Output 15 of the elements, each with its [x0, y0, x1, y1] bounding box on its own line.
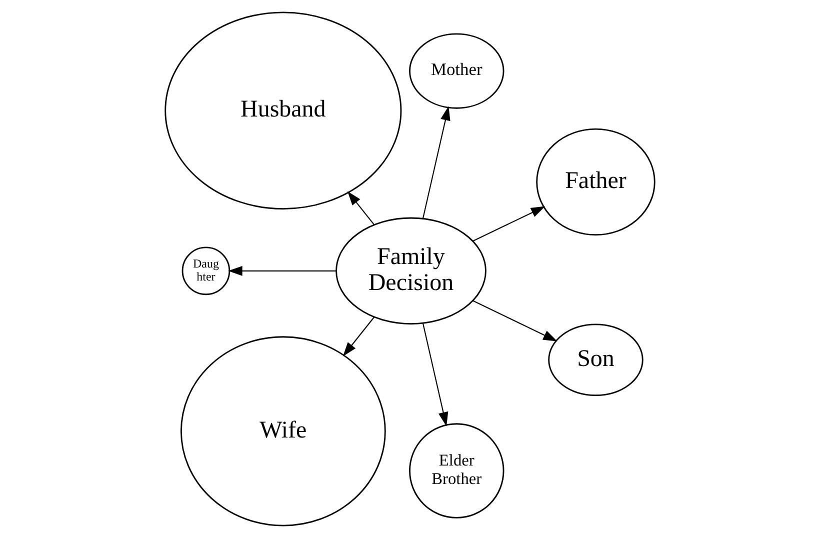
arrow	[228, 266, 336, 276]
node-ellipse: Husband	[164, 12, 402, 210]
arrow	[472, 300, 558, 342]
node-ellipse: Family Decision	[336, 217, 486, 325]
arrow	[472, 206, 546, 242]
node-circle: Daug hter	[182, 246, 230, 296]
arrow	[347, 191, 374, 225]
node-ellipse: Father	[536, 128, 656, 236]
node-circle: Elder Brother	[409, 423, 504, 518]
arrow	[422, 106, 450, 219]
node-circle: Wife	[180, 336, 386, 526]
arrow	[342, 316, 374, 356]
node-ellipse: Mother	[409, 33, 504, 109]
arrow	[422, 323, 448, 426]
node-ellipse: Son	[548, 324, 644, 396]
